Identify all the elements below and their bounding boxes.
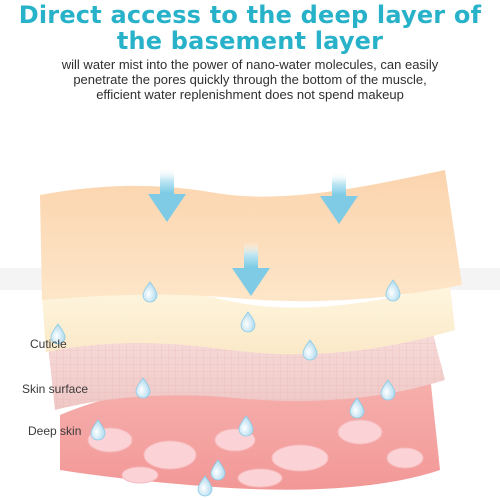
- down-arrow-icon: [148, 168, 186, 222]
- description-line-2: penetrate the pores quickly through the …: [73, 72, 427, 87]
- layer-label-cuticle: Cuticle: [30, 337, 67, 351]
- headline-line-2: the basement layer: [116, 27, 384, 55]
- headline: Direct access to the deep layer of the b…: [0, 2, 500, 54]
- water-drop-icon: [302, 339, 318, 361]
- water-drop-icon: [349, 397, 365, 419]
- water-drop-icon: [197, 475, 213, 497]
- down-arrow-icon: [320, 172, 358, 224]
- water-drop-icon: [135, 377, 151, 399]
- water-drop-icon: [238, 415, 254, 437]
- headline-line-1: Direct access to the deep layer of: [18, 1, 482, 29]
- description: will water mist into the power of nano-w…: [40, 57, 460, 102]
- description-line-3: efficient water replenishment does not s…: [96, 87, 404, 102]
- water-drop-icon: [142, 281, 158, 303]
- water-drop-icon: [240, 311, 256, 333]
- water-drop-icon: [380, 379, 396, 401]
- top-layer: [40, 170, 462, 302]
- water-drop-icon: [50, 323, 66, 345]
- down-arrow-icon: [232, 242, 270, 296]
- layer-label-skin-surface: Skin surface: [22, 382, 89, 396]
- water-drop-icon: [210, 459, 226, 481]
- water-drop-icon: [385, 279, 401, 302]
- description-line-1: will water mist into the power of nano-w…: [61, 57, 439, 72]
- layer-label-deep-skin: Deep skin: [28, 424, 82, 438]
- water-drop-icon: [90, 419, 106, 441]
